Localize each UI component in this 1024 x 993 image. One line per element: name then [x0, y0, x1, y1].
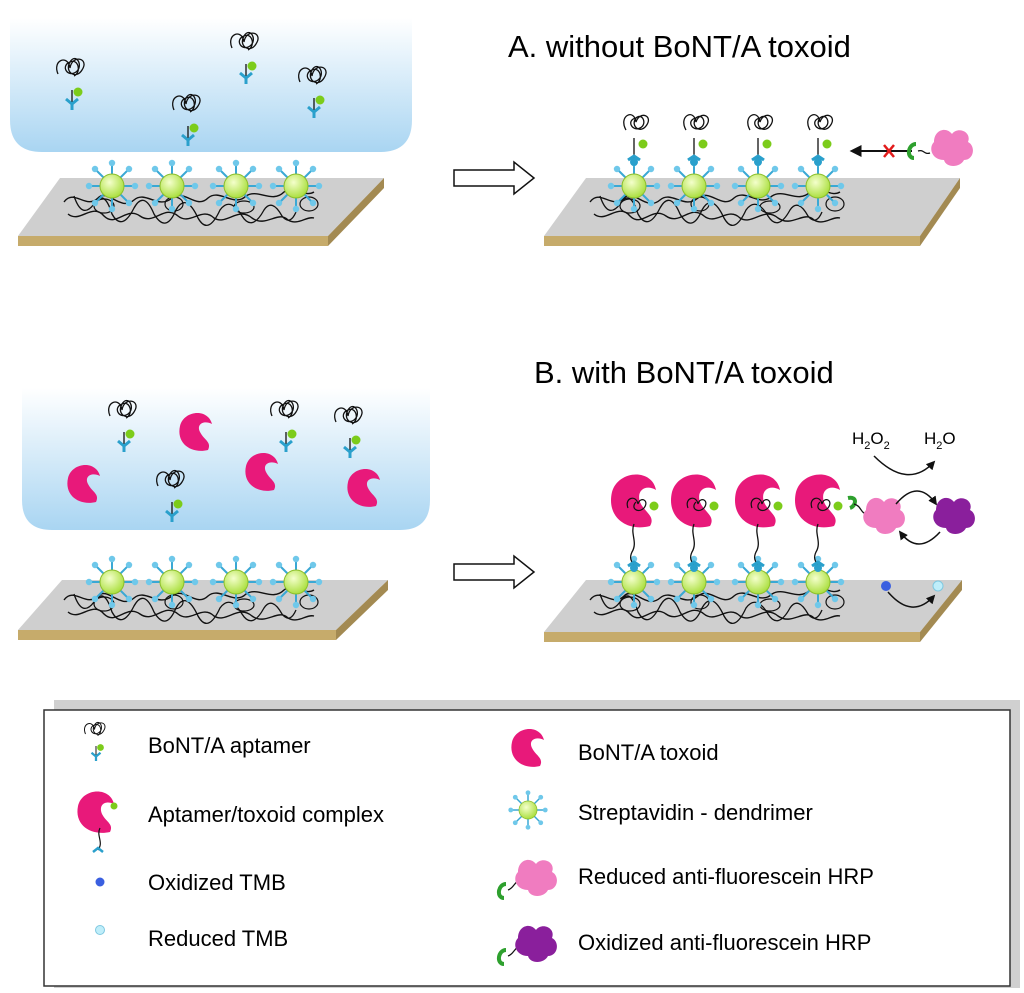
process-arrow-b [453, 554, 536, 590]
legend: BoNT/A aptamer Aptamer/toxoid complex Ox… [43, 700, 1020, 988]
legend-label: BoNT/A toxoid [578, 740, 719, 765]
hrp-cycle: H2O2 H2O [847, 429, 975, 608]
oxidized-hrp-icon [497, 925, 557, 966]
legend-label: Aptamer/toxoid complex [148, 802, 384, 827]
reduced-hrp [863, 497, 905, 534]
oxidized-tmb-icon [95, 877, 105, 887]
oxidized-hrp [933, 497, 975, 534]
surface-a-result [544, 113, 960, 246]
oxidized-tmb [881, 581, 891, 591]
reduced-tmb [932, 580, 944, 592]
process-arrow-a [453, 160, 536, 196]
legend-label: Oxidized anti-fluorescein HRP [578, 930, 871, 955]
panel-b-title: B. with BoNT/A toxoid [534, 355, 834, 390]
h2o-label: H2O [924, 429, 956, 452]
legend-label: Oxidized TMB [148, 870, 286, 895]
surface-a [18, 158, 384, 246]
panel-a-title: A. without BoNT/A toxoid [508, 29, 851, 64]
panel-a: A. without BoNT/A toxoid [10, 18, 973, 246]
solution-b [22, 388, 430, 530]
surface-b-result [544, 472, 962, 642]
panel-b: B. with BoNT/A toxoid H2O2 H2O [18, 355, 975, 642]
reduced-hrp-icon [497, 859, 557, 900]
h2o2-label: H2O2 [852, 429, 890, 452]
solution-a [10, 18, 412, 152]
legend-label: BoNT/A aptamer [148, 733, 311, 758]
aptamer-toxoid-complex-icon [77, 791, 118, 853]
reduced-tmb-icon [95, 925, 105, 935]
legend-label: Reduced anti-fluorescein HRP [578, 864, 874, 889]
blocked-binding [849, 129, 973, 166]
streptavidin-dendrimer-icon [507, 789, 549, 831]
legend-label: Reduced TMB [148, 926, 288, 951]
legend-label: Streptavidin - dendrimer [578, 800, 813, 825]
surface-b [18, 554, 388, 640]
